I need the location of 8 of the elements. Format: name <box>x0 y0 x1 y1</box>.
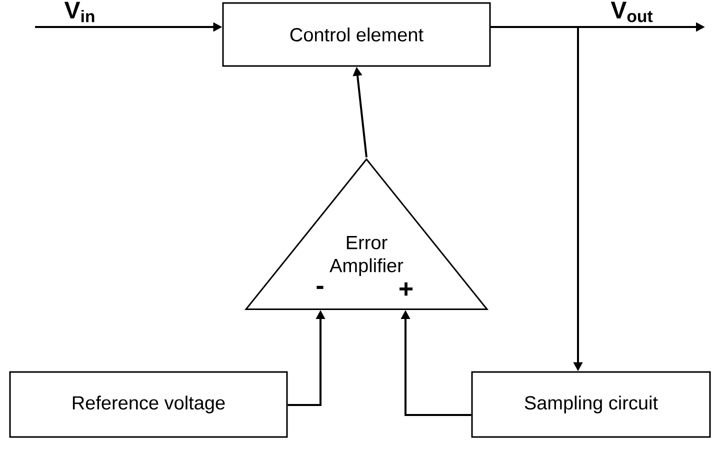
voltage-label: V$_{in}$ <box>64 2 94 22</box>
process-box: Control element <box>222 2 491 67</box>
process-box: Sampling circuit <box>471 371 711 438</box>
voltage-label: V$_{out}$ <box>610 2 653 22</box>
input-sign: - <box>316 286 324 289</box>
process-box: Reference voltage <box>9 371 288 438</box>
amplifier-label: Error Amplifier <box>330 236 404 276</box>
input-sign: + <box>400 282 413 296</box>
